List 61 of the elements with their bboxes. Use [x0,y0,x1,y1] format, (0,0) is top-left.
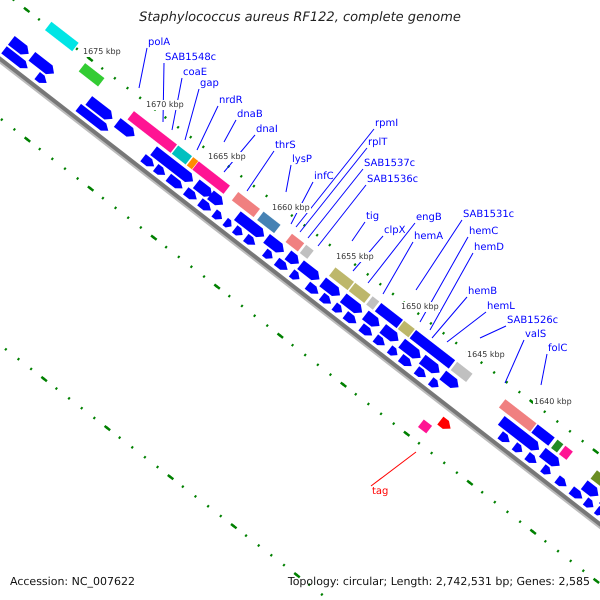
scale-label: 1675 kbp [82,47,122,57]
leader-line [286,164,292,192]
leader-line [246,150,274,192]
gene-label: SAB1531c [463,209,514,221]
leader-line [540,354,548,386]
gene-label: lysP [292,154,312,166]
leader-line [416,220,462,290]
leader-line [184,88,200,140]
gene-label: rplT [368,137,388,149]
leader-line [224,120,236,142]
footer-text: Topology: circular; Length: 2,742,531 bp; Genes: 2,585 [288,575,590,588]
leader-line [504,340,524,384]
gene-label: infC [314,171,334,183]
gene-label: hemA [414,231,444,243]
leader-line [430,252,474,330]
gene-label: nrdR [219,95,243,107]
gene-label: rpmI [375,118,398,130]
leader-line [138,48,148,88]
scale-label: 1660 kbp [271,203,311,213]
gene-label: hemD [474,242,504,254]
leader-line [318,184,366,246]
gene-label: SAB1537c [364,158,416,170]
gene-label: SAB1548c [165,52,216,64]
leader-line [368,222,416,284]
leader-line [480,326,506,338]
gene-label: tag [372,486,388,498]
gene-label: SAB1526c [507,315,558,327]
leader-line [420,236,468,322]
scale-label: 1670 kbp [145,100,185,110]
leader-line [432,296,468,338]
scale-label: 1650 kbp [400,302,440,312]
leader-line [382,242,414,294]
leader-line [162,62,164,122]
scale-label: 1640 kbp [533,397,573,407]
leader-line [308,168,364,238]
leader-line [300,148,368,232]
scale-label: 1655 kbp [335,252,375,262]
gene-label: coaE [183,67,208,79]
gene-label: dnaB [237,109,263,121]
footer-text: Accession: NC_007622 [10,575,136,588]
gene-label: hemB [468,286,498,298]
gene-label: hemC [469,226,498,238]
gene-label: dnaI [256,124,278,136]
gene-label: hemL [487,301,515,313]
gene-label: folC [548,343,568,355]
leader-line [196,106,218,150]
scale-label: 1645 kbp [466,350,506,360]
gene-label: thrS [275,140,296,152]
title: Staphylococcus aureus RF122, complete genome [139,10,461,25]
scale-label: 1665 kbp [207,152,247,162]
gene-label: polA [148,37,170,49]
gene-label: clpX [384,225,406,237]
gene-label: gap [200,78,219,90]
leader-line [352,222,366,242]
leader-line [296,128,374,228]
gene-label: SAB1536c [367,174,418,186]
gene-label: tig [366,211,380,223]
leader-line [370,452,416,486]
gene-label: engB [416,212,442,224]
gene-label: valS [525,329,546,341]
leader-line [446,312,486,342]
